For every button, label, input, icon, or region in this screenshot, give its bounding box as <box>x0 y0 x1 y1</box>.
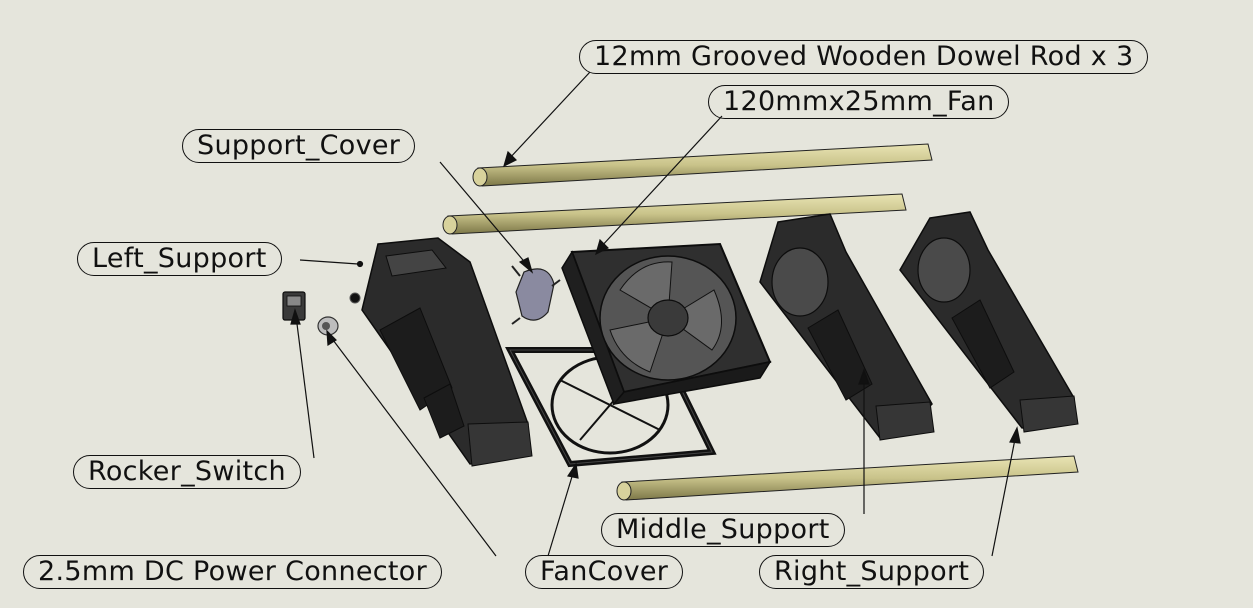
fan-part <box>561 242 772 406</box>
support-cover-part <box>511 265 561 325</box>
arrowhead-icon <box>290 308 301 325</box>
dowel-rod-label: 12mm Grooved Wooden Dowel Rod x 3 <box>579 40 1149 74</box>
right-support-label: Right_Support <box>759 555 985 589</box>
leader-fan <box>599 115 723 249</box>
leader-dowel-rod <box>507 71 591 161</box>
leader-lines <box>290 71 1021 557</box>
arrowhead-icon <box>518 257 534 274</box>
fan-cover-label: FanCover <box>525 555 684 589</box>
rocker-switch-label: Rocker_Switch <box>73 455 301 489</box>
leader-fan-cover <box>547 469 575 557</box>
leader-right-support <box>991 433 1017 557</box>
arrowhead-icon <box>595 238 610 256</box>
dot-icon <box>356 260 364 268</box>
leader-support-cover <box>439 161 529 267</box>
fan-label: 120mmx25mm_Fan <box>708 85 1010 119</box>
arrowhead-icon <box>567 462 579 479</box>
dc-connector-label: 2.5mm DC Power Connector <box>23 555 443 589</box>
right-support-part <box>899 211 1079 433</box>
dowel-rod-middle <box>442 193 907 235</box>
left-support-part <box>349 237 533 467</box>
arrowhead-icon <box>326 329 337 347</box>
left-support-label: Left_Support <box>77 242 282 276</box>
middle-support-part <box>759 213 935 441</box>
arrowhead-icon <box>858 368 870 385</box>
leader-dc-connector <box>329 335 497 557</box>
arrowhead-icon <box>1009 426 1021 444</box>
dowel-rod-top <box>472 143 933 187</box>
dowel-rod-bottom <box>616 455 1079 501</box>
leader-left-support <box>299 259 359 265</box>
arrowhead-icon <box>503 150 518 168</box>
support-cover-label: Support_Cover <box>182 129 416 163</box>
leader-rocker-switch <box>295 315 315 459</box>
middle-support-label: Middle_Support <box>601 513 845 547</box>
